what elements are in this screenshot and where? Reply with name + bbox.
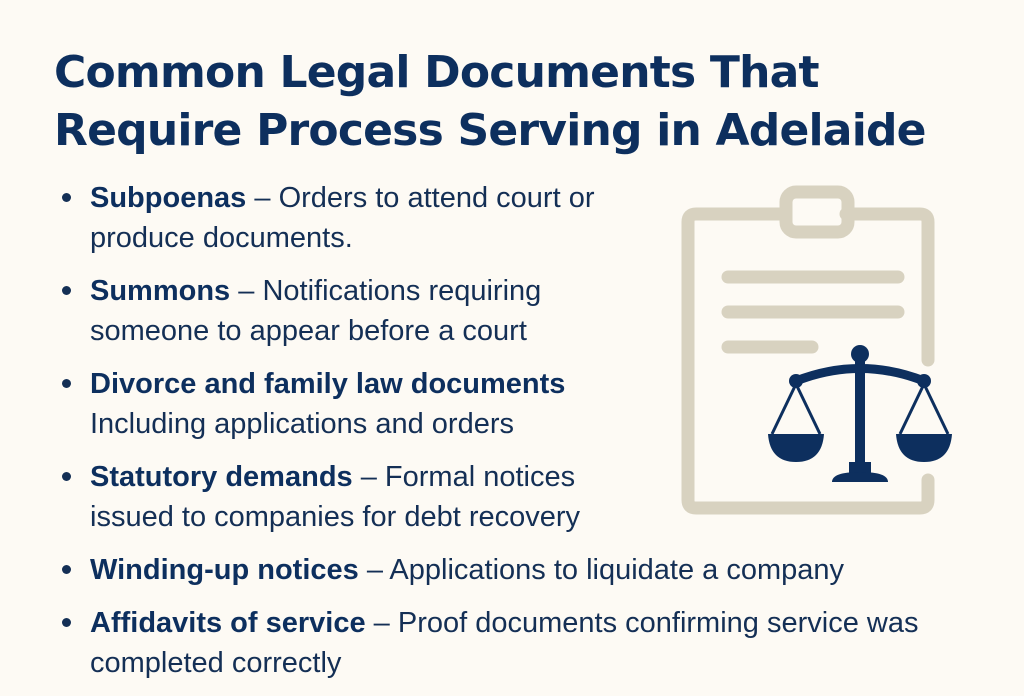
bullet-icon bbox=[62, 379, 71, 388]
item-description-cont: Including applications and orders bbox=[90, 408, 514, 440]
bullet-icon bbox=[62, 618, 71, 627]
item-description: Applications to liquidate a company bbox=[389, 554, 845, 586]
item-term: Subpoenas bbox=[90, 182, 247, 214]
title-line-2: Require Process Serving in Adelaide bbox=[54, 105, 927, 156]
item-term: Winding-up notices bbox=[90, 554, 359, 586]
item-term: Summons bbox=[90, 275, 231, 307]
item-separator: – bbox=[246, 182, 279, 214]
bullet-icon bbox=[62, 472, 71, 481]
item-separator: – bbox=[365, 607, 398, 639]
title-line-1: Common Legal Documents That bbox=[54, 47, 820, 98]
item-term: Statutory demands bbox=[90, 461, 353, 493]
item-description: Formal notices bbox=[384, 461, 576, 493]
clipboard-icon bbox=[681, 185, 935, 515]
item-description: Orders to attend court or bbox=[278, 182, 595, 214]
item-description-cont: produce documents. bbox=[90, 222, 353, 254]
bullet-icon bbox=[62, 193, 71, 202]
item-separator: – bbox=[230, 275, 263, 307]
item-term: Affidavits of service bbox=[90, 607, 366, 639]
list-item: Winding-up notices – Applications to liq… bbox=[62, 550, 918, 590]
list-item: Summons – Notifications requiring someon… bbox=[62, 271, 918, 351]
item-separator: – bbox=[352, 461, 385, 493]
document-list: Subpoenas – Orders to attend court or pr… bbox=[62, 178, 918, 696]
item-description-cont: issued to companies for debt recovery bbox=[90, 501, 581, 533]
bullet-icon bbox=[62, 565, 71, 574]
bullet-icon bbox=[62, 286, 71, 295]
list-item: Statutory demands – Formal notices issue… bbox=[62, 457, 918, 537]
item-description: Proof documents confirming service was bbox=[397, 607, 919, 639]
page-title: Common Legal Documents That Require Proc… bbox=[54, 44, 954, 160]
list-item: Subpoenas – Orders to attend court or pr… bbox=[62, 178, 918, 258]
list-item: Divorce and family law documents Includi… bbox=[62, 364, 918, 444]
item-description-cont: someone to appear before a court bbox=[90, 315, 527, 347]
list-item: Affidavits of service – Proof documents … bbox=[62, 603, 918, 683]
legal-illustration bbox=[681, 185, 952, 515]
scales-of-justice-icon bbox=[768, 345, 952, 482]
item-separator: – bbox=[358, 554, 390, 586]
item-description: Notifications requiring bbox=[262, 275, 542, 307]
item-term: Divorce and family law documents bbox=[90, 368, 566, 400]
item-description-cont: completed correctly bbox=[90, 647, 342, 679]
